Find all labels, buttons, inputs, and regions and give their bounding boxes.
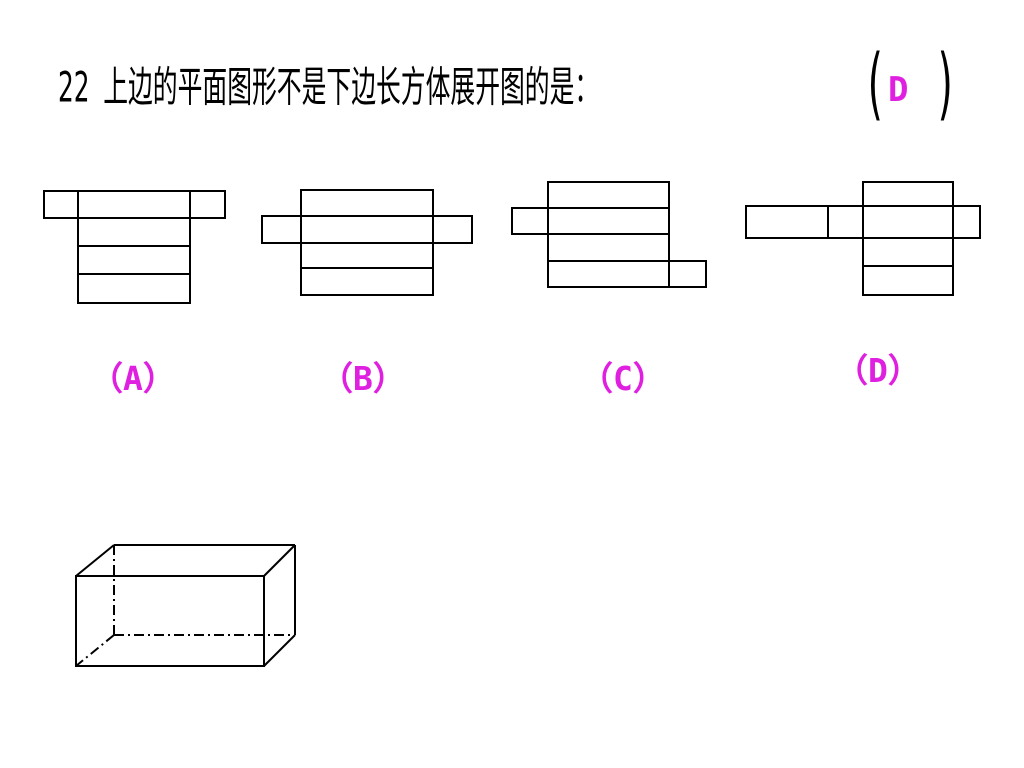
question-body: 上边的平面图形不是下边长方体展开图的是： [103,63,600,113]
option-c-label: （C） [580,359,666,398]
answer-close-paren: ) [937,39,953,129]
question-number: 22 [58,63,90,113]
answer-value: D [888,70,909,110]
question-text: 22 上边的平面图形不是下边长方体展开图的是： [58,36,599,141]
option-d-label: （D） [835,351,921,390]
net-b-diagram [261,189,473,296]
answer-open-paren: ( [867,39,883,129]
option-a-label: （A） [90,359,176,398]
option-b-label: （B） [320,359,406,398]
net-d-diagram [745,181,981,296]
net-c-diagram [511,181,707,288]
cuboid-diagram [75,544,296,667]
net-a-diagram [43,190,226,304]
